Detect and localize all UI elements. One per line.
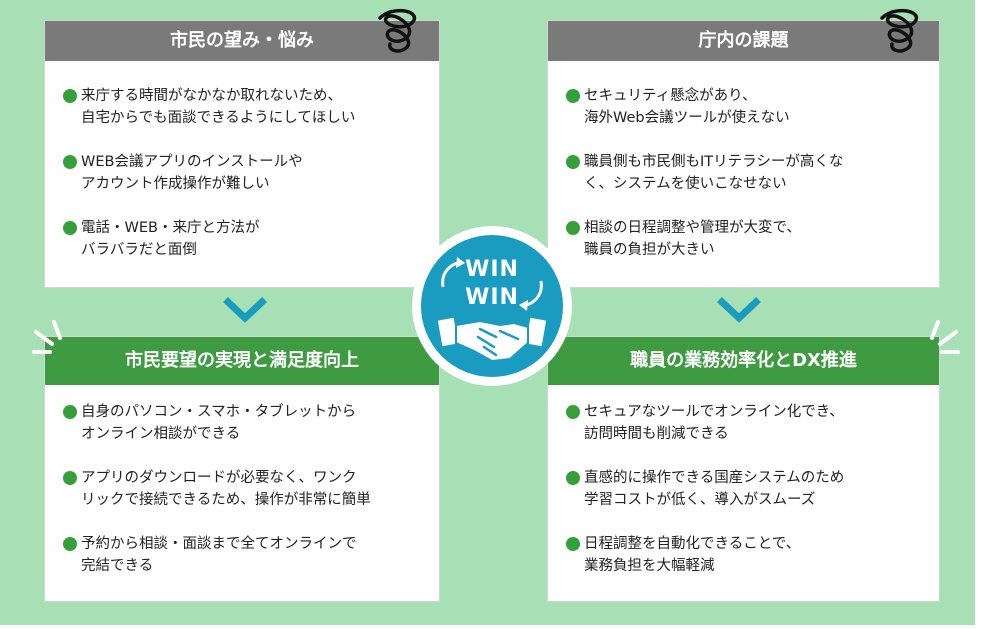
list-item: 電話・WEB・来庁と方法が バラバラだと面倒 (63, 217, 433, 261)
panel-citizen-needs-list: 来庁する時間がなかなか取れないため、 自宅からでも面談できるようにしてほしい W… (63, 85, 433, 283)
bullet-dot (566, 471, 580, 485)
list-item-text: アプリのダウンロードが必要なく、ワンク リックで接続できるため、操作が非常に簡単 (81, 470, 371, 508)
chevron-down-icon (716, 296, 762, 326)
bullet-dot (63, 89, 77, 103)
list-item-text: 自身のパソコン・スマホ・タブレットから オンライン相談ができる (81, 404, 356, 442)
bullet-dot (63, 155, 77, 169)
cycle-arrows-icon (421, 253, 563, 315)
bullet-dot (566, 155, 580, 169)
list-item: 相談の日程調整や管理が大変で、 職員の負担が大きい (566, 217, 934, 261)
panel-citizen-satisfaction-list: 自身のパソコン・スマホ・タブレットから オンライン相談ができる アプリのダウンロ… (63, 401, 435, 599)
panel-citizen-satisfaction-title: 市民要望の実現と満足度向上 (45, 337, 439, 385)
list-item-text: 電話・WEB・来庁と方法が バラバラだと面倒 (81, 220, 259, 258)
handshake-icon (438, 315, 546, 365)
list-item-text: 日程調整を自動化できることで、 業務負担を大幅軽減 (584, 536, 800, 574)
list-item-text: WEB会議アプリのインストールや アカウント作成操作が難しい (81, 154, 303, 192)
sparkle-lines-icon (916, 316, 962, 362)
bullet-dot (63, 537, 77, 551)
scribble-icon (874, 4, 926, 64)
scribble-icon (372, 4, 424, 64)
bullet-dot (566, 89, 580, 103)
list-item-text: セキュリティ懸念があり、 海外Web会議ツールが使えない (584, 88, 790, 126)
bullet-dot (63, 405, 77, 419)
panel-staff-efficiency: 職員の業務効率化とDX推進 セキュアなツールでオンライン化でき、 訪問時間も削減… (547, 336, 940, 602)
panel-staff-efficiency-list: セキュアなツールでオンライン化でき、 訪問時間も削減できる 直感的に操作できる国… (566, 401, 934, 599)
list-item: セキュリティ懸念があり、 海外Web会議ツールが使えない (566, 85, 934, 129)
win-win-badge: WIN WIN (421, 235, 563, 377)
panel-citizen-satisfaction: 市民要望の実現と満足度向上 自身のパソコン・スマホ・タブレットから オンライン相… (44, 336, 440, 602)
list-item-text: 職員側も市民側もITリテラシーが高くな く、システムを使いこなせない (584, 154, 843, 192)
list-item-text: セキュアなツールでオンライン化でき、 訪問時間も削減できる (584, 404, 844, 442)
list-item-text: 相談の日程調整や管理が大変で、 職員の負担が大きい (584, 220, 801, 258)
list-item: セキュアなツールでオンライン化でき、 訪問時間も削減できる (566, 401, 934, 445)
panel-staff-efficiency-title: 職員の業務効率化とDX推進 (548, 337, 939, 385)
list-item: 来庁する時間がなかなか取れないため、 自宅からでも面談できるようにしてほしい (63, 85, 433, 129)
list-item: 自身のパソコン・スマホ・タブレットから オンライン相談ができる (63, 401, 435, 445)
list-item: 日程調整を自動化できることで、 業務負担を大幅軽減 (566, 533, 934, 577)
list-item-text: 直感的に操作できる国産システムのため 学習コストが低く、導入がスムーズ (584, 470, 844, 508)
list-item: 直感的に操作できる国産システムのため 学習コストが低く、導入がスムーズ (566, 467, 934, 511)
bullet-dot (566, 221, 580, 235)
list-item: アプリのダウンロードが必要なく、ワンク リックで接続できるため、操作が非常に簡単 (63, 467, 435, 511)
list-item: WEB会議アプリのインストールや アカウント作成操作が難しい (63, 151, 433, 195)
bullet-dot (566, 537, 580, 551)
bullet-dot (63, 221, 77, 235)
list-item: 職員側も市民側もITリテラシーが高くな く、システムを使いこなせない (566, 151, 934, 195)
list-item-text: 来庁する時間がなかなか取れないため、 自宅からでも面談できるようにしてほしい (81, 88, 355, 126)
sparkle-lines-icon (30, 316, 76, 362)
list-item-text: 予約から相談・面談まで全てオンラインで 完結できる (81, 536, 357, 574)
list-item: 予約から相談・面談まで全てオンラインで 完結できる (63, 533, 435, 577)
panel-office-issues-list: セキュリティ懸念があり、 海外Web会議ツールが使えない 職員側も市民側もITリ… (566, 85, 934, 283)
chevron-down-icon (222, 296, 268, 326)
bullet-dot (566, 405, 580, 419)
bullet-dot (63, 471, 77, 485)
